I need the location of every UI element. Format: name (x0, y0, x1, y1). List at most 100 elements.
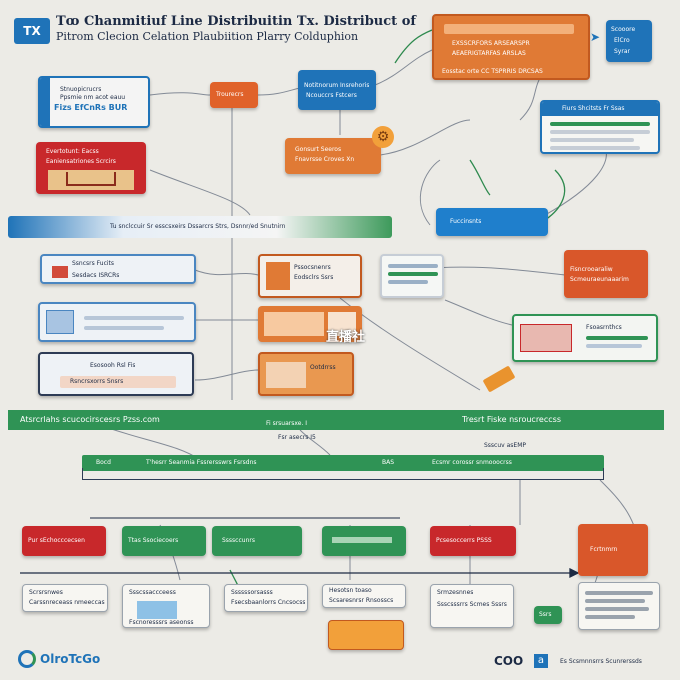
bottom-header-5-label: Pcsesoccerrs PSSS (436, 537, 492, 544)
center-blue-card[interactable]: Notitnorum Insrehoris Ncouccrs Fstcers (298, 70, 376, 110)
blue-banner-text: Tu snclccuir Sr esscsxeirs Dssarcrs Strs… (110, 223, 286, 230)
mid-center-card-2[interactable] (258, 306, 362, 342)
footer-right-logo-badge: a (534, 654, 548, 668)
bottom-card-2-title: Ssscssaccceess (129, 589, 176, 596)
left-blue-card-title: Stnuopicrucrs (60, 86, 102, 93)
bottom-card-4[interactable]: Hesotsn toaso Scsaresnrsr Rnsosscs (322, 584, 406, 608)
timeline-bar-center: T'hesrr Seanmia Fssrersswrs Fsrsdns (146, 459, 257, 466)
bottom-header-1-label: Pur sEchocccecsen (28, 537, 85, 544)
bottom-card-1-title: Scrsrsnwes (29, 589, 63, 596)
mid-center-card-1-sub: Eodsclrs Ssrs (294, 274, 334, 281)
mid-right-card-1-sub: Scmeuraeunaaarim (570, 276, 629, 283)
footer-right-text: Es Scsmnnsrrs Scunrerssds (560, 658, 642, 665)
bottom-card-4-title: Hesotsn toaso (329, 587, 372, 594)
right-blue-panel-title: Fiurs Shcitsts Fr Ssas (562, 105, 625, 112)
blue-badge-line-1: Scooore (611, 26, 636, 33)
bottom-right-card[interactable] (578, 582, 660, 630)
bottom-card-4-line: Scsaresnrsr Rnsosscs (329, 597, 394, 604)
footer-right-logo: COO (494, 654, 524, 668)
bottom-card-1[interactable]: Scrsrsnwes Carssnreceass nmeeccasr (22, 584, 108, 612)
center-blue-card-title: Notitnorum Insrehoris (304, 82, 370, 89)
right-blue-panel[interactable]: Fiurs Shcitsts Fr Ssas (540, 100, 660, 154)
bottom-green-tag[interactable]: Ssrs (534, 606, 562, 624)
bottom-header-1[interactable]: Pur sEchocccecsen (22, 526, 106, 556)
bottom-card-5-title: Srmzesnnes (437, 589, 474, 596)
mid-left-card-2[interactable] (38, 302, 196, 342)
top-orange-card-line: AEAERIGTARFAS ARSLAS (452, 50, 526, 57)
left-red-card[interactable]: Evertotunt: Eacss Eaniensatriones Scrcir… (36, 142, 146, 194)
blue-badge-line-2: ElCro (614, 37, 630, 44)
gear-icon: ⚙ (372, 126, 394, 148)
left-blue-card[interactable]: Stnuopicrucrs Ppsmie nm acot eauu Fizs E… (38, 76, 150, 128)
blue-badge[interactable]: Scooore ElCro Syrar (606, 20, 652, 62)
top-orange-card-title: EXSSCRFORS ARSEARSPR (452, 40, 530, 47)
left-red-card-title: Evertotunt: Eacss (46, 148, 99, 155)
small-orange-tag[interactable]: Trourecrs (210, 82, 258, 108)
center-blue-card-sub: Ncouccrs Fstcers (306, 92, 357, 99)
bottom-card-2-line: Fscnoresssrs aseonss (129, 619, 194, 626)
right-blue-small-label: Fuccinsnts (450, 218, 482, 225)
mid-left-card-1[interactable]: Ssncsrs Fucits Sesdacs ISRCRs (40, 254, 196, 284)
blue-banner (8, 216, 392, 238)
green-banner-left: Atsrcrlahs scucocirscesrs Pzss.com (20, 415, 160, 424)
mid-center-card-1[interactable]: Pssocsnenrs Eodsclrs Ssrs (258, 254, 362, 298)
bottom-header-2-label: Ttas Ssociecoers (128, 537, 179, 544)
mid-orange-card[interactable]: Gonsurt Seeros Fnavrsse Croves Xn (285, 138, 381, 174)
timeline-bar-right: Ecsmr corossr snmooocrss (432, 459, 512, 466)
blue-badge-line-3: Syrar (614, 48, 630, 55)
bottom-header-6-label: Fcrtnmrn (590, 546, 618, 553)
bottom-card-2[interactable]: Ssscssaccceess Fscnoresssrs aseonss (122, 584, 210, 628)
mid-left-card-3-sub: Rsncrsxorrs Snsrs (70, 378, 124, 385)
bottom-card-3-title: Ssssssorsasss (231, 589, 273, 596)
page-subtitle: Pitrom Clecion Celation Plaubiition Plar… (56, 30, 359, 43)
top-orange-card[interactable]: EXSSCRFORS ARSEARSPR AEAERIGTARFAS ARSLA… (432, 14, 590, 80)
bottom-card-1-line: Carssnreceass nmeeccasr (29, 599, 105, 606)
green-banner (8, 410, 664, 430)
mid-right-card-2[interactable]: Fsoasrnthcs (512, 314, 658, 362)
center-panel[interactable] (380, 254, 444, 298)
mid-orange-card-title: Gonsurt Seeros (295, 146, 342, 153)
green-banner-sub-center-2: Fsr asecrs I5 (278, 434, 316, 441)
bottom-card-3-line: Fsecsbaanlorrs Cncsocsss (231, 599, 305, 606)
small-orange-tag-label: Trourecrs (216, 91, 244, 98)
left-blue-card-sub: Ppsmie nm acot eauu (60, 94, 126, 101)
mid-left-card-3[interactable]: Esosooh Rsl Fis Rsncrsxorrs Snsrs (38, 352, 194, 396)
timeline-bar-mid-tag: BAS (382, 459, 395, 466)
footer-logo-icon (18, 650, 36, 668)
left-blue-card-big: Fizs EfCnRs BUR (54, 103, 128, 112)
bottom-header-3[interactable]: Ssssccunrs (212, 526, 302, 556)
timeline-bar (82, 455, 604, 471)
green-banner-sub-center: Fi srsuarsxe. I (266, 420, 308, 427)
bottom-orange-block[interactable] (328, 620, 404, 650)
mid-center-card-3[interactable]: Ootdrrss (258, 352, 354, 396)
mid-left-card-1-sub: Sesdacs ISRCRs (72, 272, 120, 279)
timeline-bar-left: Bocd (96, 459, 111, 466)
right-blue-small[interactable]: Fuccinsnts (436, 208, 548, 236)
watermark: 直播社 (326, 330, 366, 345)
mid-center-card-3-title: Ootdrrss (310, 364, 336, 371)
mid-orange-card-sub: Fnavrsse Croves Xn (295, 156, 355, 163)
page-title: Tꝏ Chanmitiuf Line Distribuitin Tx. Dist… (56, 14, 416, 29)
bottom-header-4[interactable] (322, 526, 406, 556)
mid-left-card-3-title: Esosooh Rsl Fis (90, 362, 136, 369)
mid-right-card-2-title: Fsoasrnthcs (586, 324, 622, 331)
mid-center-card-1-title: Pssocsnenrs (294, 264, 331, 271)
bottom-header-6[interactable]: Fcrtnmrn (578, 524, 648, 576)
bottom-card-5[interactable]: Srmzesnnes Ssscsssrrs Scmes Sssrs (430, 584, 514, 628)
bottom-card-3[interactable]: Ssssssorsasss Fsecsbaanlorrs Cncsocsss (224, 584, 308, 612)
top-orange-card-footer: Eosstac orte CC TSPRRIS DRCSAS (442, 68, 543, 75)
header-logo: TX (14, 18, 50, 44)
footer-left-logo: OlroTcGo (40, 652, 101, 666)
bottom-header-5[interactable]: Pcsesoccerrs PSSS (430, 526, 516, 556)
mid-left-card-1-title: Ssncsrs Fucits (72, 260, 115, 267)
arrow-icon: ➤ (590, 30, 601, 44)
bottom-header-2[interactable]: Ttas Ssociecoers (122, 526, 206, 556)
green-banner-right: Tresrt Fiske nsroucreccss (462, 415, 561, 424)
mid-right-card-1-title: Fisncrooaraliw (570, 266, 613, 273)
bottom-header-3-label: Ssssccunrs (222, 537, 255, 544)
mid-right-card-1[interactable]: Fisncrooaraliw Scmeuraeunaaarim (564, 250, 648, 298)
bottom-card-5-line: Ssscsssrrs Scmes Sssrs (437, 601, 507, 608)
left-red-card-sub: Eaniensatriones Scrcirs (46, 158, 116, 165)
green-banner-sub-right: Ssscuv asEMP (484, 442, 527, 449)
